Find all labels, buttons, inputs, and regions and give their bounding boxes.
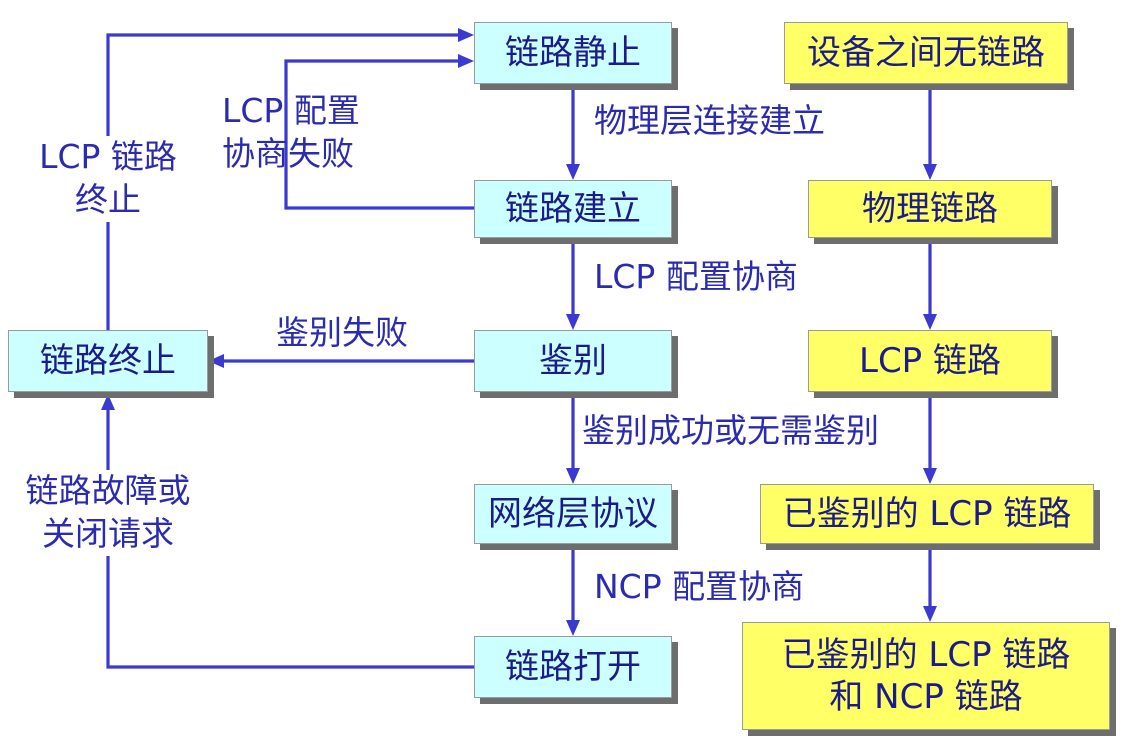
status-auth-lcp-ncp: 已鉴别的 LCP 链路 和 NCP 链路	[742, 622, 1110, 730]
arrowhead-icon	[923, 606, 937, 622]
label-auth-fail: 鉴别失败	[276, 313, 408, 352]
arrowhead-icon	[566, 314, 580, 330]
label-lcp-negotiate: LCP 配置协商	[594, 257, 798, 296]
label-lcp-terminate-line2: 终止	[75, 179, 141, 219]
arrow-establish-fail-to-dead	[284, 59, 474, 210]
state-open: 链路打开	[474, 636, 672, 698]
arrowhead-icon	[923, 468, 937, 484]
arrow-terminate-to-dead	[106, 33, 460, 330]
label-fault: 链路故障或 关闭请求	[4, 470, 212, 556]
label-ncp-negotiate: NCP 配置协商	[594, 567, 805, 606]
label-auth-ok: 鉴别成功或无需鉴别	[582, 411, 879, 450]
arrowhead-icon	[923, 164, 937, 180]
state-dead: 链路静止	[474, 22, 672, 84]
arrowhead-icon	[566, 620, 580, 636]
status-auth-lcp-ncp-line1: 已鉴别的 LCP 链路	[781, 634, 1071, 675]
status-physical: 物理链路	[808, 180, 1052, 238]
arrowhead-icon	[458, 54, 474, 68]
arrowhead-icon	[101, 394, 115, 410]
arrowhead-icon	[458, 28, 474, 42]
state-terminate: 链路终止	[8, 330, 208, 392]
status-no-link: 设备之间无链路	[784, 22, 1068, 84]
label-fault-line2: 关闭请求	[42, 513, 174, 553]
label-lcp-terminate: LCP 链路 终止	[18, 136, 198, 222]
label-fault-line1: 链路故障或	[25, 471, 191, 510]
label-lcp-fail-line2: 协商失败	[222, 133, 354, 173]
label-lcp-fail-line1: LCP 配置	[222, 91, 360, 130]
arrowhead-icon	[208, 354, 224, 368]
state-network: 网络层协议	[474, 484, 672, 544]
label-lcp-terminate-line1: LCP 链路	[39, 137, 177, 176]
arrowhead-icon	[923, 314, 937, 330]
label-lcp-fail: LCP 配置 协商失败	[222, 90, 360, 176]
status-auth-lcp-ncp-line2: 和 NCP 链路	[829, 677, 1023, 717]
status-lcp: LCP 链路	[808, 330, 1052, 392]
label-physical-up: 物理层连接建立	[594, 101, 825, 140]
status-auth-lcp: 已鉴别的 LCP 链路	[760, 484, 1094, 544]
arrowhead-icon	[566, 164, 580, 180]
state-establish: 链路建立	[474, 180, 672, 238]
arrowhead-icon	[566, 468, 580, 484]
state-authenticate: 鉴别	[474, 330, 672, 392]
